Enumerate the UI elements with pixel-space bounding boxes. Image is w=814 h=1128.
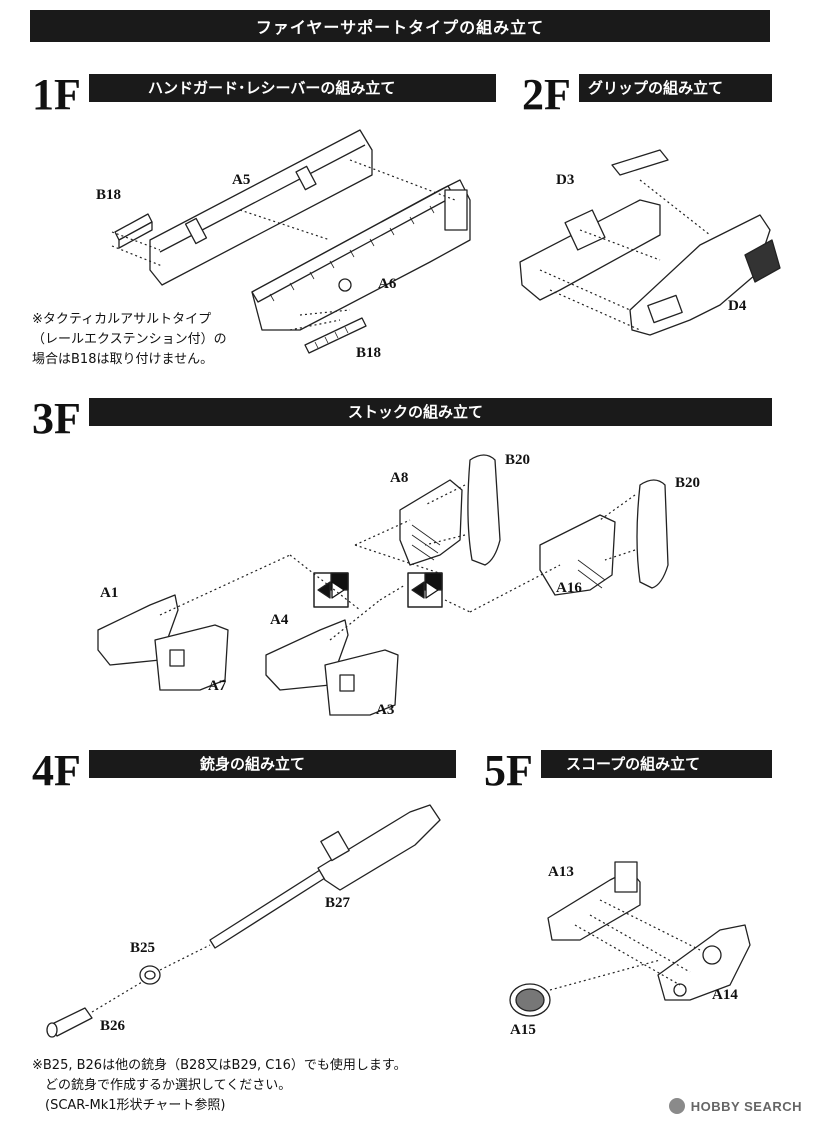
part-a5-handguard [149, 129, 373, 286]
label-b20-lower: B20 [675, 475, 701, 491]
step-5f-bar: スコープの組み立て [522, 750, 772, 778]
label-a6: A6 [378, 276, 397, 292]
label-b25: B25 [130, 940, 156, 956]
label-a4: A4 [270, 612, 289, 628]
label-b20-upper: B20 [505, 452, 531, 468]
step-2f-bar: グリップの組み立て [560, 74, 772, 102]
part-b18-rail-cover [114, 213, 153, 249]
part-b20-buttplate-upper [467, 454, 501, 566]
watermark: HOBBY SEARCH [668, 1098, 802, 1114]
note-step4-line: (SCAR-Mk1形状チャート参照) [32, 1098, 226, 1113]
watermark-text: HOBBY SEARCH [690, 1098, 802, 1114]
label-b18-top: B18 [96, 187, 122, 203]
label-d3: D3 [556, 172, 575, 188]
part-d4-grip [629, 214, 781, 336]
rail-teeth [269, 205, 435, 302]
step-1f-bar: ハンドガード･レシーバーの組み立て [70, 74, 496, 102]
note-step1: ※タクティカルアサルトタイプ （レールエクステンション付）の 場合はB18は取り… [32, 310, 227, 370]
part-a13-scope-mount [547, 861, 641, 941]
note-step4-line: ※B25, B26は他の銃身（B28又はB29, C16）でも使用します。 [32, 1058, 407, 1073]
label-a7: A7 [208, 678, 227, 694]
step-4f-bar: 銃身の組み立て [70, 750, 456, 778]
step-5f-title: スコープの組み立て [566, 755, 701, 773]
label-b26: B26 [100, 1018, 126, 1034]
label-a5: A5 [232, 172, 251, 188]
step-1f-title: ハンドガード･レシーバーの組み立て [148, 79, 396, 97]
part-b25-muzzle-ring [139, 965, 161, 985]
page-title: ファイヤーサポートタイプの組み立て [255, 18, 545, 37]
note-step4: ※B25, B26は他の銃身（B28又はB29, C16）でも使用します。 どの… [32, 1056, 407, 1116]
step-1f-number: 1F [30, 70, 89, 120]
part-a15-lens-cap [509, 983, 551, 1017]
label-b18-bottom: B18 [356, 345, 382, 361]
label-a15: A15 [510, 1022, 536, 1038]
label-b27: B27 [325, 895, 351, 911]
part-b27-barrel [209, 804, 441, 949]
step-2f-number: 2F [520, 70, 579, 120]
label-a14: A14 [712, 987, 738, 1003]
swap-icon-left [313, 572, 349, 608]
assembly-guides [91, 159, 711, 1013]
part-a1-stock-hinge [97, 594, 229, 691]
note-step1-line: （レールエクステンション付）の [32, 332, 227, 347]
part-a8-stock-body [399, 479, 463, 566]
step-3f-number: 3F [30, 394, 89, 444]
note-step1-line: 場合はB18は取り付けません。 [32, 352, 214, 367]
step-4f-title: 銃身の組み立て [200, 755, 306, 773]
part-b18-rail-section [304, 317, 367, 354]
part-a14-scope-body [657, 924, 751, 1001]
part-a6-receiver [251, 179, 471, 331]
part-a16-stock-body [539, 514, 616, 596]
hobby-search-logo-icon [668, 1098, 685, 1114]
label-a1: A1 [100, 585, 119, 601]
label-a3: A3 [376, 702, 395, 718]
label-a8: A8 [390, 470, 409, 486]
part-b20-buttplate-lower [636, 479, 669, 589]
step-5f-number: 5F [482, 746, 541, 796]
step-3f-title: ストックの組み立て [348, 403, 484, 421]
step-4f-number: 4F [30, 746, 89, 796]
note-step4-line: どの銃身で作成するか選択してください。 [32, 1078, 292, 1093]
page-title-bar: ファイヤーサポートタイプの組み立て [30, 10, 770, 42]
step-2f-title: グリップの組み立て [588, 79, 724, 97]
step-3f-bar: ストックの組み立て [70, 398, 772, 426]
label-a16: A16 [556, 580, 582, 596]
label-a13: A13 [548, 864, 574, 880]
part-d3-grip-frame [519, 149, 669, 301]
label-d4: D4 [728, 298, 747, 314]
note-step1-line: ※タクティカルアサルトタイプ [32, 312, 212, 327]
swap-icon-right [407, 572, 443, 608]
part-b26-flash-hider [46, 1007, 93, 1038]
part-a4-stock-hinge [265, 619, 399, 716]
